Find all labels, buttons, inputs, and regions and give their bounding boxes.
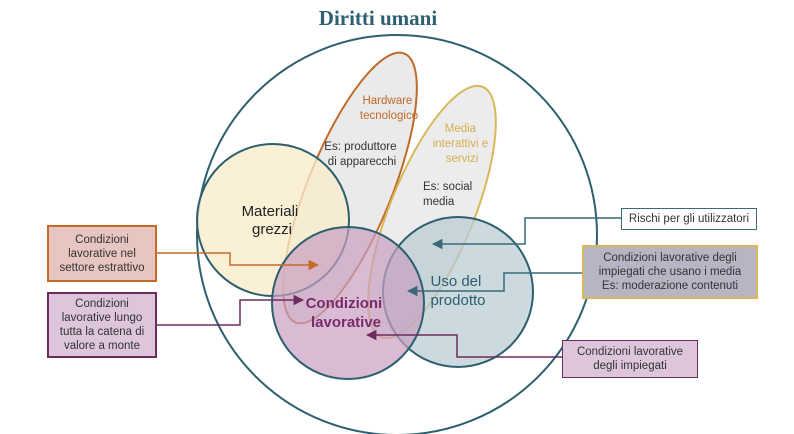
callout-employees: Condizioni lavorative degli impiegati xyxy=(562,340,698,378)
human-rights-circle xyxy=(196,34,598,434)
callout-extractive-sector: Condizioni lavorative nel settore estrat… xyxy=(47,225,157,282)
connector-user-risks xyxy=(431,217,621,250)
diagram-title: Diritti umani xyxy=(319,6,438,30)
callout-media-employees: Condizioni lavorative degli impiegati ch… xyxy=(582,245,758,299)
media-example: Es: social media xyxy=(423,181,475,208)
connector-value-chain xyxy=(157,294,305,326)
product-use-label: Uso del prodotto xyxy=(430,273,485,309)
connector-employees xyxy=(365,329,562,358)
connector-extractive xyxy=(157,252,320,271)
raw-materials-label: Materiali grezzi xyxy=(242,203,303,238)
media-title: Media interattivi e servizi xyxy=(433,123,492,165)
connector-media-employees xyxy=(406,272,582,297)
hardware-example: Es: produttore di apparecchi xyxy=(324,141,399,168)
working-conditions-label: Condizioni lavorative xyxy=(306,295,387,331)
callout-value-chain: Condizioni lavorative lungo tutta la cat… xyxy=(47,292,157,358)
callout-user-risks: Rischi per gli utilizzatori xyxy=(621,208,757,230)
hardware-title: Hardware tecnologico xyxy=(360,95,418,122)
